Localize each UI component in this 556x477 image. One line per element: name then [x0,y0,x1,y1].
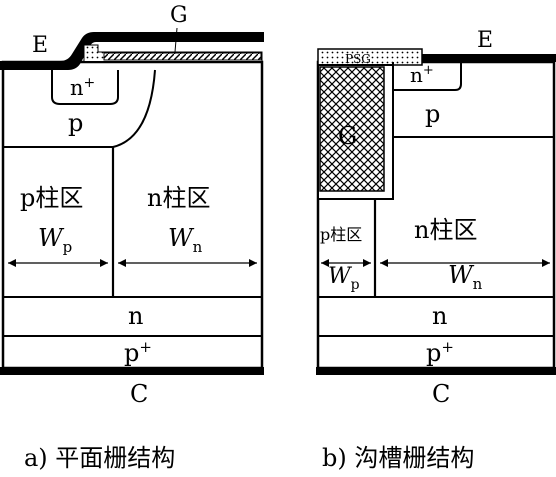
right-emitter-label: E [477,28,493,53]
left-device-body [1,60,264,370]
left-p-plus-label: p+ [124,338,152,367]
left-collector-metal [0,367,264,375]
left-p-column-label: p柱区 [20,184,83,212]
right-p-plus-label: p+ [426,338,454,367]
right-wp-label: Wp [328,264,360,293]
right-n-plus-region [392,62,462,91]
left-wp-arrow [8,259,108,267]
left-n-plus-region [51,70,119,105]
trench-gate-structure: E PSG n+ G p p柱区 n柱区 Wp Wn n p+ C b) 沟槽栅… [316,28,556,472]
right-collector-label: C [432,380,450,408]
left-gate-poly [103,52,262,61]
right-wp-arrow [321,259,371,267]
left-p-base-label: p [68,109,83,137]
left-emitter-label: E [32,33,48,58]
left-wp-label: Wp [38,224,72,256]
left-gate-label: G [170,3,188,28]
right-wn-label: Wn [448,261,483,293]
left-n-column-label: n柱区 [147,184,210,212]
right-trench-gate-poly [319,66,385,192]
left-collector-label: C [130,380,148,408]
left-wn-arrow [118,259,257,267]
planar-gate-structure: E G n+ p p柱区 n柱区 Wp Wn n p+ C a) 平面栅结构 [0,3,264,472]
left-caption: a) 平面栅结构 [24,444,175,472]
right-emitter-metal [422,54,556,62]
right-p-base-label: p [425,100,440,128]
right-caption: b) 沟槽栅结构 [322,444,474,472]
right-wn-arrow [380,259,550,267]
right-psg-label: PSG [345,52,371,66]
right-n-plus-label: n+ [410,63,434,87]
left-p-base-boundary [3,69,156,148]
left-n-layer-label: n [128,302,143,330]
right-n-column-label: n柱区 [414,216,477,244]
left-wn-label: Wn [168,224,203,256]
right-p-column-label: p柱区 [320,225,362,244]
right-gate-label: G [338,122,357,150]
left-emitter-metal [0,32,264,70]
right-n-layer-label: n [432,302,447,330]
right-collector-metal [316,367,556,375]
left-n-plus-label: n+ [70,75,95,100]
